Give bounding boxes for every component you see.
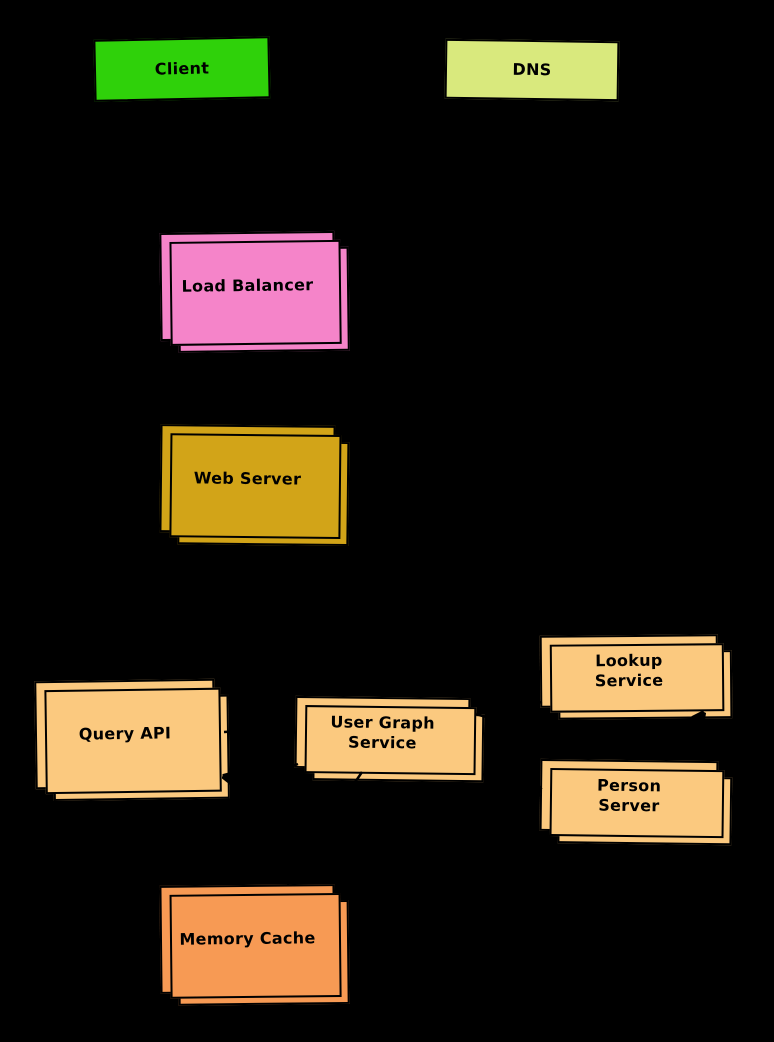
- node-load-balancer: Load Balancer: [159, 230, 336, 342]
- edge-lookup-service-person-server: [487, 700, 542, 789]
- node-web-server-label: Web Server: [193, 468, 302, 489]
- edge-user-graph-service-memory-cache: [288, 771, 364, 881]
- node-person-server: Person Server: [539, 758, 719, 834]
- node-dns-label: DNS: [512, 59, 552, 80]
- edge-web-server-user-graph-service: [281, 551, 384, 692]
- edge-user-graph-service-query-api: [226, 762, 299, 778]
- node-query-api: Query API: [34, 678, 216, 790]
- node-query-api-label: Query API: [78, 723, 172, 744]
- node-lookup-service-label: Lookup Service: [594, 650, 664, 691]
- node-user-graph-service-label: User Graph Service: [330, 712, 435, 753]
- node-lookup-service: Lookup Service: [539, 634, 719, 708]
- node-load-balancer-label: Load Balancer: [181, 275, 314, 296]
- node-client-label: Client: [154, 58, 210, 79]
- edge-client-load-balancer: [184, 101, 249, 227]
- node-memory-cache-label: Memory Cache: [179, 928, 316, 949]
- node-dns: DNS: [444, 38, 620, 102]
- edge-web-server-query-api: [144, 551, 238, 675]
- edge-query-api-user-graph-service: [223, 728, 288, 732]
- node-user-graph-service: User Graph Service: [294, 695, 471, 771]
- node-memory-cache: Memory Cache: [159, 884, 336, 994]
- node-person-server-label: Person Server: [596, 775, 662, 816]
- node-web-server: Web Server: [159, 424, 336, 534]
- node-client: Client: [93, 36, 271, 102]
